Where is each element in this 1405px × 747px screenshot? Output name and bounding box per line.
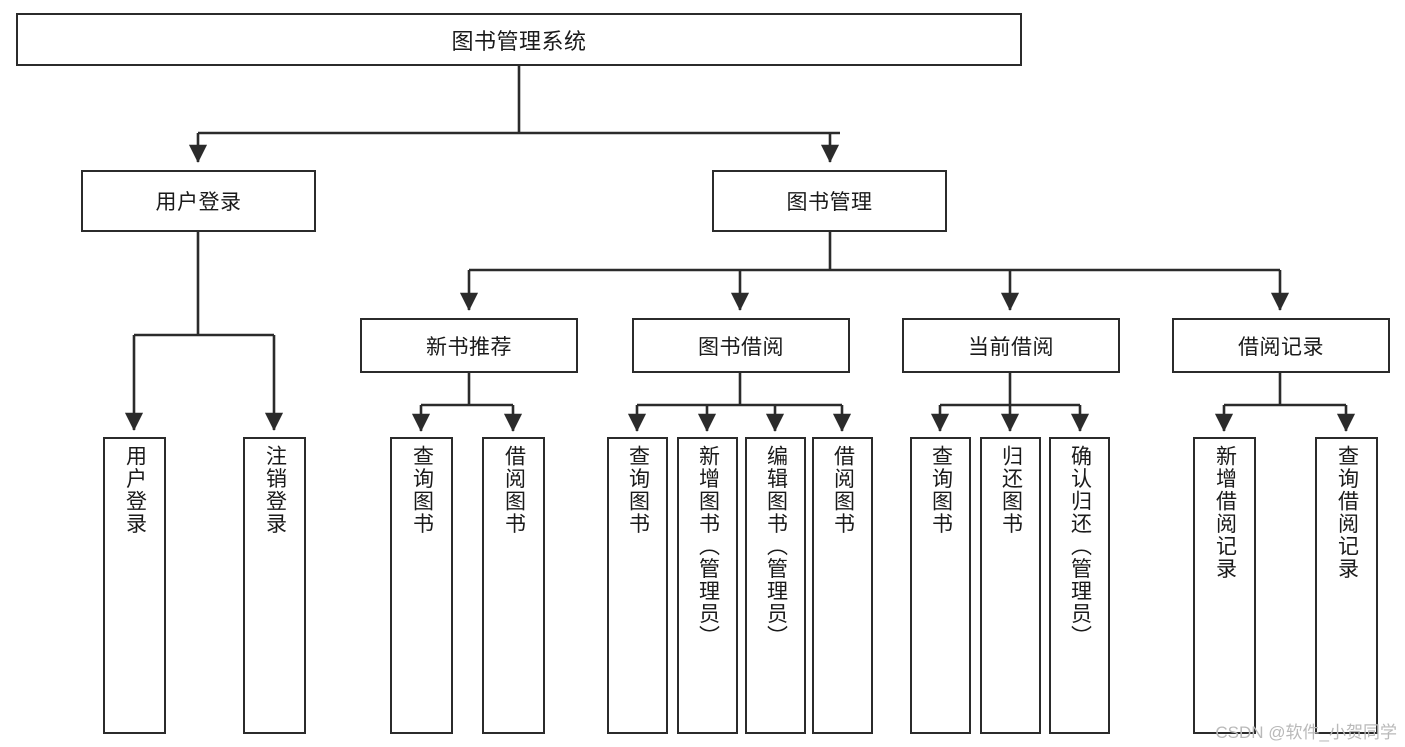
node-leaf-query-book-2[interactable]: 查询图书 [607,437,668,734]
node-leaf-add-record[interactable]: 新增借阅记录 [1193,437,1256,734]
node-leaf-user-logout[interactable]: 注销登录 [243,437,306,734]
node-leaf-borrow-book-2[interactable]: 借阅图书 [812,437,873,734]
node-label: 图书借阅 [698,335,784,359]
node-leaf-query-book-3[interactable]: 查询图书 [910,437,971,734]
node-label: 用户登录 [155,191,242,214]
node-leaf-add-book[interactable]: 新增图书（管理员） [677,437,738,734]
node-label: 新增借阅记录 [1213,445,1237,580]
node-label: 查询图书 [626,445,650,535]
node-label: 查询图书 [410,445,434,535]
node-book-borrow[interactable]: 图书借阅 [632,318,850,373]
node-label: 查询借阅记录 [1335,445,1359,580]
node-leaf-user-login[interactable]: 用户登录 [103,437,166,734]
node-borrow-record[interactable]: 借阅记录 [1172,318,1390,373]
node-label: 图书管理 [786,191,873,214]
node-label: 借阅图书 [502,445,526,535]
node-current-borrow[interactable]: 当前借阅 [902,318,1120,373]
node-label: 借阅图书 [831,445,855,535]
node-label: 新书推荐 [426,335,512,359]
node-leaf-query-book-1[interactable]: 查询图书 [390,437,453,734]
node-label: 查询图书 [929,445,953,535]
node-leaf-query-record[interactable]: 查询借阅记录 [1315,437,1378,734]
node-label: 图书管理系统 [451,28,587,54]
csdn-watermark: CSDN @软件_小贺同学 [1215,723,1397,742]
node-leaf-confirm-return[interactable]: 确认归还（管理员） [1049,437,1110,734]
node-label: 用户登录 [123,445,147,535]
node-root-system[interactable]: 图书管理系统 [16,13,1022,66]
node-label: 归还图书 [999,445,1023,535]
node-book-management[interactable]: 图书管理 [712,170,947,232]
node-label: 注销登录 [263,445,287,535]
node-label: 确认归还（管理员） [1068,445,1092,648]
node-leaf-return-book[interactable]: 归还图书 [980,437,1041,734]
node-new-book-recommend[interactable]: 新书推荐 [360,318,578,373]
node-label: 当前借阅 [968,335,1054,359]
node-leaf-borrow-book-1[interactable]: 借阅图书 [482,437,545,734]
node-leaf-edit-book[interactable]: 编辑图书（管理员） [745,437,806,734]
node-user-login[interactable]: 用户登录 [81,170,316,232]
node-label: 编辑图书（管理员） [764,445,788,648]
node-label: 新增图书（管理员） [696,445,720,648]
node-label: 借阅记录 [1238,335,1324,359]
